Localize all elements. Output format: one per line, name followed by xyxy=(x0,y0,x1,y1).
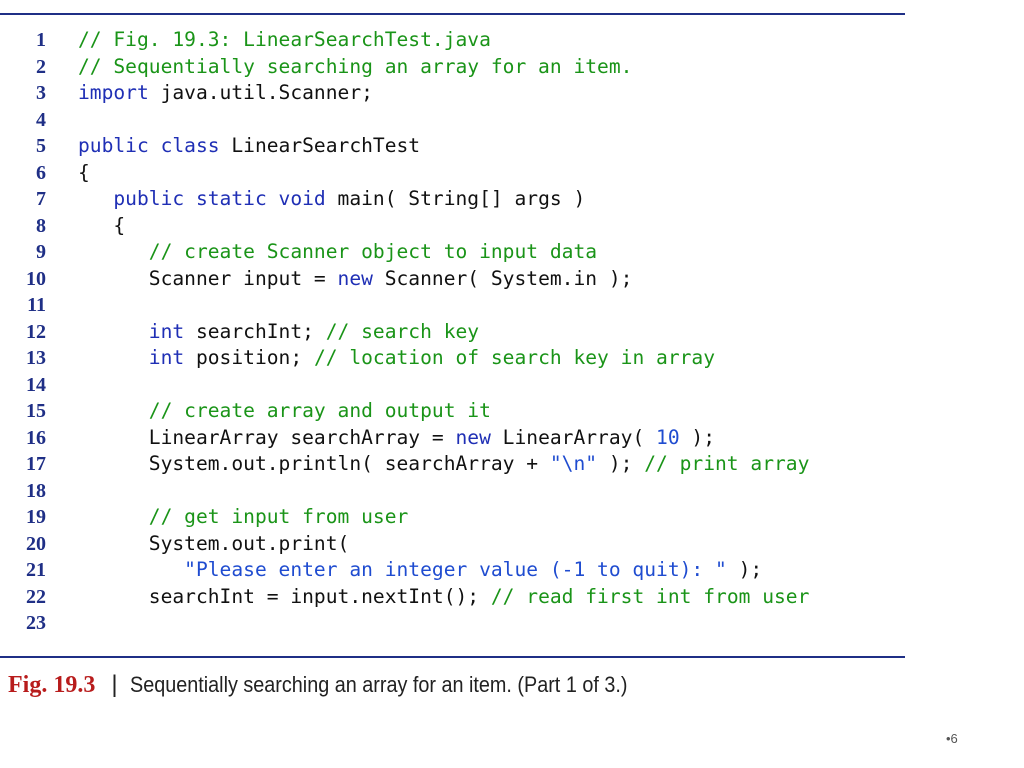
code-text: searchInt = input.nextInt(); // read fir… xyxy=(78,584,810,611)
code-token-comment: // Fig. 19.3: LinearSearchTest.java xyxy=(78,28,491,51)
code-text: Scanner input = new Scanner( System.in )… xyxy=(78,266,633,293)
code-text: // Fig. 19.3: LinearSearchTest.java xyxy=(78,27,491,54)
code-text: public class LinearSearchTest xyxy=(78,133,420,160)
line-number: 18 xyxy=(26,479,46,502)
code-token-comment: // location of search key in array xyxy=(313,346,716,369)
code-token-plain: ); xyxy=(597,452,645,475)
code-text: System.out.print( xyxy=(78,531,350,558)
code-token-plain xyxy=(78,558,184,581)
code-token-plain: System.out.print( xyxy=(78,531,350,555)
code-token-keyword: int xyxy=(148,346,185,369)
code-text: { xyxy=(78,160,90,187)
code-text: System.out.println( searchArray + "\n" )… xyxy=(78,451,810,478)
line-number: 15 xyxy=(26,400,46,422)
code-token-comment: // create array and output it xyxy=(148,399,491,422)
line-number: 12 xyxy=(26,320,46,343)
code-token-comment: // get input from user xyxy=(148,505,409,528)
figure-label: Fig. 19.3 xyxy=(8,672,96,698)
code-text: int searchInt; // search key xyxy=(78,319,479,346)
code-token-plain xyxy=(78,399,149,422)
code-token-comment: // read first int from user xyxy=(490,584,810,608)
code-token-plain: main( String[] args ) xyxy=(325,187,586,210)
code-token-plain: LinearArray( xyxy=(490,425,657,449)
code-token-comment: // print array xyxy=(644,452,810,475)
code-token-comment: // Sequentially searching an array for a… xyxy=(78,54,633,78)
line-number: 3 xyxy=(36,82,46,104)
line-number: 2 xyxy=(36,55,46,78)
line-number: 9 xyxy=(36,241,46,263)
code-token-string: "Please enter an integer value (-1 to qu… xyxy=(184,558,727,581)
line-number: 19 xyxy=(26,506,46,528)
code-token-plain: LinearArray searchArray = xyxy=(78,425,456,449)
line-number: 4 xyxy=(36,108,46,131)
code-token-plain: System.out.println( searchArray + xyxy=(78,452,550,475)
code-text: import java.util.Scanner; xyxy=(78,80,373,107)
code-token-plain: position; xyxy=(184,346,314,369)
code-token-keyword: public class xyxy=(78,134,220,157)
code-token-keyword: int xyxy=(148,319,185,343)
code-token-string: "\n" xyxy=(549,452,598,475)
code-token-plain: { xyxy=(78,213,126,237)
caption-separator: | xyxy=(111,671,118,698)
line-number: 8 xyxy=(36,214,46,237)
code-token-plain xyxy=(78,346,149,369)
line-number: 17 xyxy=(26,453,46,475)
line-number: 23 xyxy=(26,612,46,634)
code-token-plain: ); xyxy=(726,558,763,581)
code-text: // create Scanner object to input data xyxy=(78,239,597,266)
code-token-plain xyxy=(78,320,149,343)
code-token-plain: java.util.Scanner; xyxy=(148,81,373,104)
line-number: 5 xyxy=(36,135,46,157)
bottom-rule xyxy=(0,656,905,658)
code-token-plain: ); xyxy=(679,425,716,449)
code-token-keyword: import xyxy=(78,81,149,104)
code-text: public static void main( String[] args ) xyxy=(78,186,585,213)
code-text: // Sequentially searching an array for a… xyxy=(78,54,632,81)
code-text: int position; // location of search key … xyxy=(78,345,715,372)
top-rule xyxy=(0,13,905,15)
line-number: 22 xyxy=(26,585,46,608)
code-text: LinearArray searchArray = new LinearArra… xyxy=(78,425,715,452)
code-text: "Please enter an integer value (-1 to qu… xyxy=(78,557,762,584)
line-number: 14 xyxy=(26,373,46,396)
line-number: 16 xyxy=(26,426,46,449)
code-text: { xyxy=(78,213,125,240)
code-token-plain xyxy=(78,187,113,210)
line-number: 21 xyxy=(26,559,46,581)
code-token-plain: LinearSearchTest xyxy=(219,134,421,157)
line-number: 7 xyxy=(36,188,46,210)
code-token-plain: Scanner( System.in ); xyxy=(372,266,633,290)
code-token-comment: // create Scanner object to input data xyxy=(148,240,598,263)
line-number: 20 xyxy=(26,532,46,555)
line-number: 6 xyxy=(36,161,46,184)
code-token-keyword: public static void xyxy=(113,187,326,210)
code-token-plain: { xyxy=(78,160,90,184)
line-number: 13 xyxy=(26,347,46,369)
code-text: // create array and output it xyxy=(78,398,491,425)
code-token-comment: // search key xyxy=(325,319,480,343)
code-token-keyword: new xyxy=(337,266,373,290)
page-number: •6 xyxy=(946,731,958,746)
code-token-plain: searchInt; xyxy=(184,319,326,343)
line-number: 11 xyxy=(27,294,46,316)
figure-caption: Fig. 19.3 | Sequentially searching an ar… xyxy=(8,671,695,699)
line-number: 1 xyxy=(36,29,46,51)
code-token-number: 10 xyxy=(656,425,680,449)
code-token-plain xyxy=(78,505,149,528)
code-token-plain xyxy=(78,240,149,263)
line-number: 10 xyxy=(26,267,46,290)
figure-description: Sequentially searching an array for an i… xyxy=(129,672,628,697)
code-text: // get input from user xyxy=(78,504,409,531)
code-token-plain: searchInt = input.nextInt(); xyxy=(78,584,491,608)
code-token-plain: Scanner input = xyxy=(78,266,338,290)
code-token-keyword: new xyxy=(455,425,491,449)
